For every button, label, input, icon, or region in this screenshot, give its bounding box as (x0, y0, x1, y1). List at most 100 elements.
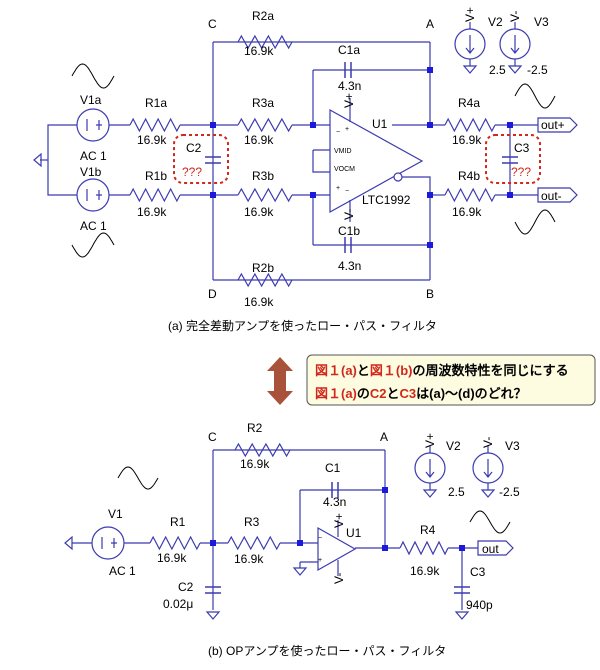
node-a-label-b: A (380, 430, 388, 444)
r3a-name: R3a (252, 96, 274, 110)
capacitor-icon (344, 62, 352, 78)
v2-value-b: 2.5 (448, 485, 465, 499)
ac-source-icon (76, 108, 110, 142)
opamp-icon (317, 526, 357, 572)
ground-icon (292, 567, 308, 576)
r2b-name: R2b (252, 261, 274, 275)
u1-minus-in: − (336, 129, 340, 136)
v2-pin: V+ (463, 7, 477, 22)
r1a-name: R1a (145, 96, 167, 110)
u1-vplus-b: V+ (332, 513, 346, 528)
sine-wave-icon (514, 209, 556, 235)
v2-name: V2 (488, 15, 503, 29)
arrow-down-icon (425, 459, 435, 478)
arrow-down-icon (465, 35, 475, 54)
caption-a: (a) 完全差動アンプを使ったロー・パス・フィルタ (168, 318, 437, 333)
dc-source-icon (454, 28, 486, 60)
resistor-icon (444, 187, 496, 203)
v1b-value: AC 1 (80, 219, 107, 233)
junction-node (297, 540, 303, 546)
ground-icon (507, 65, 523, 74)
ground-icon (462, 65, 478, 74)
c3-name: C3 (514, 141, 530, 155)
polarity-icon (86, 119, 102, 131)
highlight-box (485, 134, 541, 184)
v3-value: -2.5 (527, 63, 548, 77)
caption-b: (b) OPアンプを使ったロー・パス・フィルタ (208, 643, 446, 658)
c3-value: ??? (511, 165, 531, 179)
v2-name-b: V2 (446, 439, 461, 453)
r3-value: 16.9k (234, 552, 264, 566)
question-line-1: 図１(a)と図１(b)の周波数特性を同じにする (315, 363, 569, 378)
junction-node (210, 192, 216, 198)
u1-vmid: VMID (334, 148, 352, 155)
r2a-name: R2a (252, 9, 274, 23)
junction-node (382, 545, 388, 551)
junction-node (310, 192, 316, 198)
r4a-value: 16.9k (452, 133, 482, 147)
ground-icon (422, 489, 438, 498)
ground-icon (33, 152, 42, 168)
resistor-icon (444, 117, 496, 133)
c1b-name: C1b (338, 224, 360, 238)
wires (40, 22, 538, 610)
r3a-value: 16.9k (244, 133, 274, 147)
u1-plus-out: + (345, 126, 349, 133)
c2-name: C2 (186, 141, 202, 155)
sine-wave-icon (71, 232, 115, 258)
circuit-b-labels: C A R2 16.9k C1 4.3n R1 16.9k R3 16.9k R… (108, 421, 520, 658)
r1a-value: 16.9k (137, 133, 167, 147)
r2-value: 16.9k (240, 457, 270, 471)
node-c-label-b: C (208, 430, 217, 444)
junction-node (382, 487, 388, 493)
junction-node (427, 122, 433, 128)
ac-source-icon (76, 178, 110, 212)
v3-value-b: -2.5 (499, 485, 520, 499)
inverting-output-bubble (393, 172, 403, 182)
wire (402, 176, 431, 195)
junction-node (507, 122, 513, 128)
u1-vplus: V+ (342, 93, 356, 108)
c1a-value: 4.3n (338, 79, 361, 93)
resistor-icon (227, 535, 281, 551)
v3-pin-b: V- (481, 437, 495, 448)
dc-source-icon (499, 28, 531, 60)
port-flag-icon (537, 117, 578, 133)
u1-part: LTC1992 (362, 193, 411, 207)
arrow-down-icon (510, 35, 520, 54)
u1-minus-b: − (318, 535, 322, 542)
junction-node (459, 545, 465, 551)
capacitor-icon (502, 156, 518, 164)
c3-name-b: C3 (470, 565, 486, 579)
resistor-icon (234, 442, 291, 458)
dc-source-icon (414, 452, 446, 484)
u1-vminus: V- (342, 209, 356, 220)
r4a-name: R4a (458, 96, 480, 110)
node-a-label: A (426, 17, 434, 31)
c3-value-b: 940p (466, 598, 493, 612)
highlight-box (173, 134, 229, 184)
junction-node (427, 67, 433, 73)
r3b-value: 16.9k (244, 205, 274, 219)
c1a-name: C1a (338, 43, 360, 57)
capacitor-icon (205, 586, 221, 594)
sine-wave-icon (469, 510, 511, 534)
ground-icon (64, 535, 73, 551)
ground-icon (480, 489, 496, 498)
wire (312, 150, 330, 173)
c2-name-b: C2 (178, 580, 194, 594)
v3-name-b: V3 (505, 439, 520, 453)
v1a-value: AC 1 (80, 149, 107, 163)
circuit-a-labels: C A D B R2a 16.9k R2b 16.9k C1a 4.3n C1b… (80, 7, 565, 333)
r4-name: R4 (420, 523, 436, 537)
polarity-icon (86, 189, 102, 201)
out-minus-label: out- (541, 189, 562, 203)
v1a-name: V1a (80, 93, 102, 107)
r4-value: 16.9k (410, 564, 440, 578)
out-label-b: out (482, 542, 499, 556)
r3b-name: R3b (252, 169, 274, 183)
v1-value: AC 1 (109, 564, 136, 578)
out-plus-label: out+ (541, 118, 565, 132)
r1b-name: R1b (145, 169, 167, 183)
